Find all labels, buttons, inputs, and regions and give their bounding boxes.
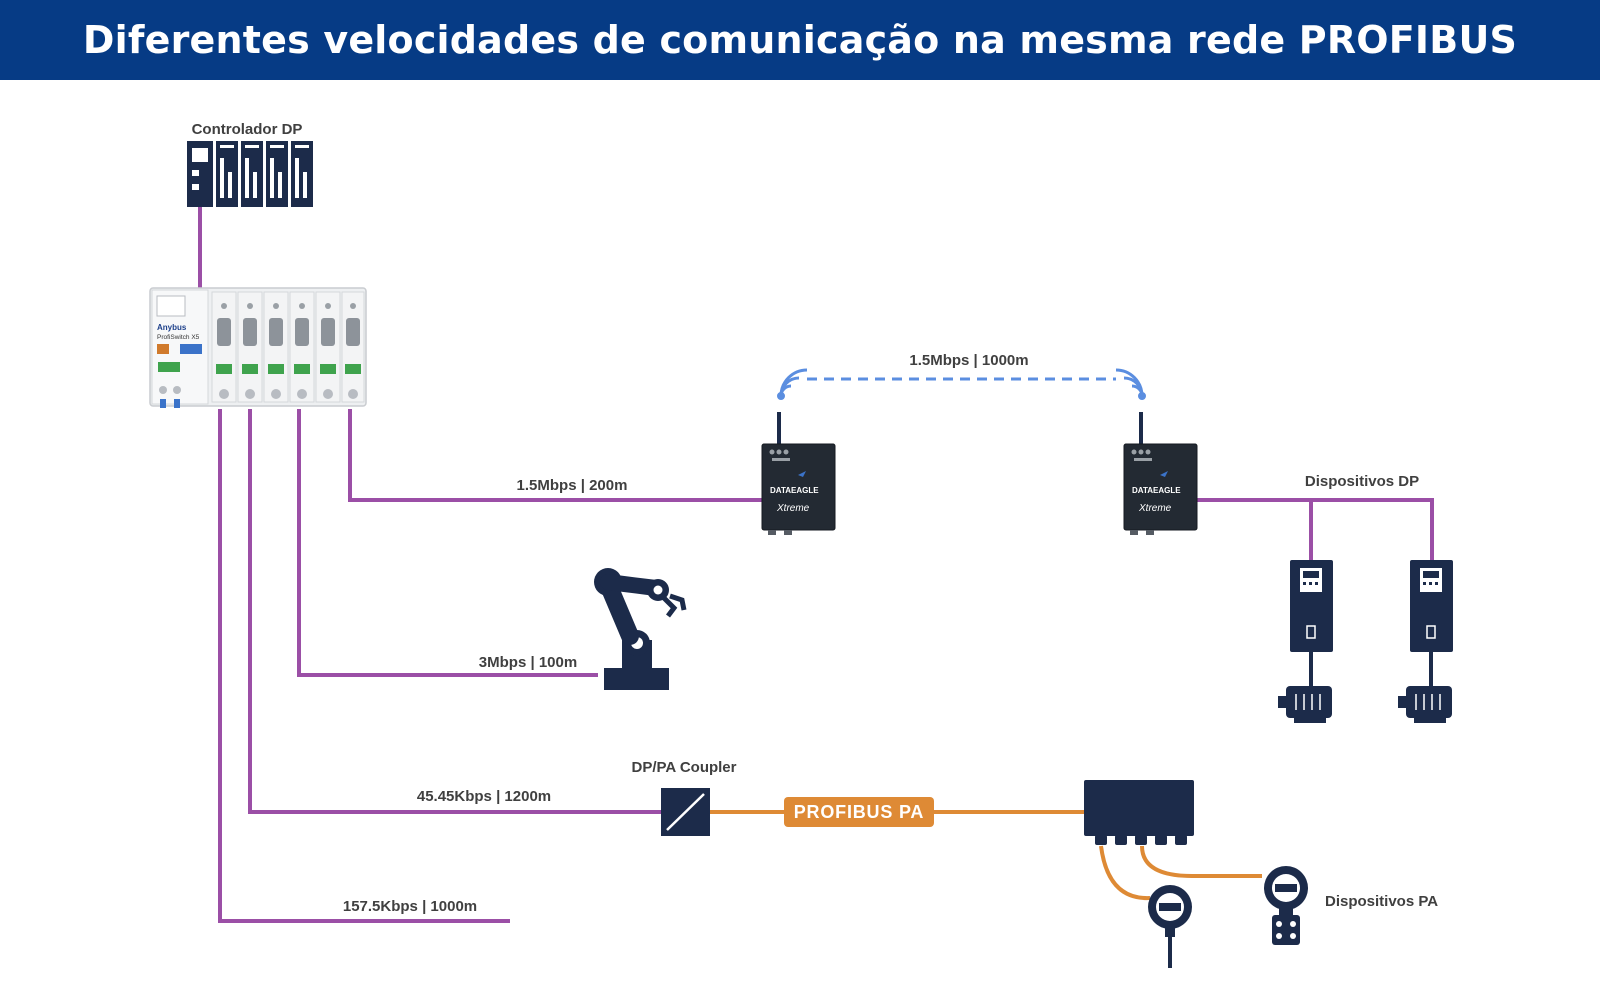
page-header: Diferentes velocidades de comunicação na… bbox=[0, 0, 1600, 80]
junction-box-icon bbox=[1084, 780, 1194, 845]
profibus-pa-label: PROFIBUS PA bbox=[794, 802, 924, 822]
radio-brand: DATAEAGLE bbox=[1132, 486, 1181, 495]
radio-series: Xtreme bbox=[1138, 503, 1172, 514]
line-radio bbox=[348, 409, 762, 502]
radio-icon: DATAEAGLE Xtreme bbox=[761, 412, 836, 535]
wifi-icon bbox=[1115, 368, 1146, 400]
line-pa-device1 bbox=[1099, 845, 1151, 901]
transmitter-icon bbox=[1264, 866, 1308, 945]
switch-brand: Anybus bbox=[157, 323, 187, 332]
radio-brand: DATAEAGLE bbox=[770, 486, 819, 495]
plc-icon bbox=[187, 141, 313, 207]
label-line-radio: 1.5Mbps | 200m bbox=[517, 477, 628, 494]
page-title: Diferentes velocidades de comunicação na… bbox=[82, 18, 1518, 62]
transmitter-icon bbox=[1148, 885, 1192, 968]
switch-model: ProfiSwitch X5 bbox=[157, 334, 200, 341]
coupler-icon bbox=[661, 788, 710, 836]
line-robot bbox=[297, 409, 598, 677]
motor-icon bbox=[1278, 686, 1332, 723]
line-bottom bbox=[218, 409, 510, 923]
dp-devices-label: Dispositivos DP bbox=[1305, 473, 1419, 490]
radio-series: Xtreme bbox=[776, 503, 810, 514]
coupler-label: DP/PA Coupler bbox=[631, 759, 736, 776]
line-coupler bbox=[248, 409, 661, 814]
drive-icon bbox=[1410, 560, 1453, 686]
dp-lines bbox=[198, 206, 1434, 923]
drive-icon bbox=[1290, 560, 1333, 686]
robot-arm-icon bbox=[594, 568, 687, 690]
line-pa-device2 bbox=[1140, 845, 1262, 878]
switch-channels bbox=[211, 291, 365, 403]
label-line-robot: 3Mbps | 100m bbox=[479, 654, 577, 671]
controller-label: Controlador DP bbox=[192, 121, 303, 138]
wifi-icon bbox=[777, 368, 808, 400]
profibus-pa-badge: PROFIBUS PA bbox=[784, 797, 934, 827]
label-wireless-link: 1.5Mbps | 1000m bbox=[909, 352, 1028, 369]
label-line-coupler: 45.45Kbps | 1200m bbox=[417, 788, 551, 805]
radio-icon: DATAEAGLE Xtreme bbox=[1123, 412, 1198, 535]
label-line-bottom: 157.5Kbps | 1000m bbox=[343, 898, 477, 915]
pa-devices-label: Dispositivos PA bbox=[1325, 893, 1438, 910]
motor-icon bbox=[1398, 686, 1452, 723]
profiswitch-icon: Anybus ProfiSwitch X5 bbox=[149, 287, 367, 408]
